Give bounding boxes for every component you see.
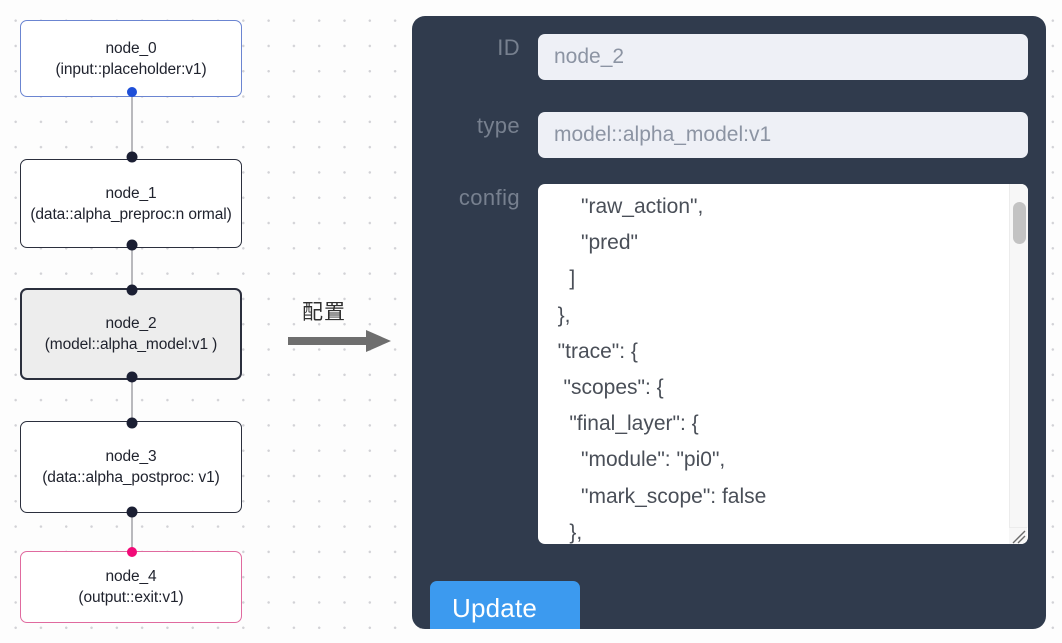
graph-node-type: (input::placeholder:v1) xyxy=(55,60,207,78)
graph-node-node_1[interactable]: node_1 (data::alpha_preproc:n ormal) xyxy=(20,159,242,248)
config-textarea[interactable]: "raw_action", "pred" ] }, "trace": { "sc… xyxy=(538,184,1010,544)
field-row-config: config "raw_action", "pred" ] }, "trace"… xyxy=(428,184,1028,544)
id-input[interactable] xyxy=(538,34,1028,80)
right-arrow-icon xyxy=(288,329,392,353)
graph-node-node_0[interactable]: node_0 (input::placeholder:v1) xyxy=(20,20,242,97)
config-label: config xyxy=(458,185,520,210)
node-port-node_4-input[interactable] xyxy=(126,547,137,557)
node-port-node_1-output[interactable] xyxy=(126,239,137,251)
node-port-node_3-input[interactable] xyxy=(126,417,137,429)
graph-node-title: node_3 xyxy=(105,448,157,465)
node-port-node_1-input[interactable] xyxy=(126,151,137,163)
graph-edge-node1-node2 xyxy=(130,243,133,293)
graph-node-node_4[interactable]: node_4 (output::exit:v1) xyxy=(20,551,242,623)
field-row-id: ID xyxy=(428,34,1028,80)
graph-node-type: (model::alpha_model:v1 ) xyxy=(44,336,218,353)
graph-node-type: (data::alpha_preproc:n ormal) xyxy=(30,205,232,223)
graph-node-title: node_0 xyxy=(105,39,157,57)
node-port-node_3-output[interactable] xyxy=(126,506,137,518)
config-scrollbar[interactable] xyxy=(1009,184,1028,528)
graph-node-node_2[interactable]: node_2 (model::alpha_model:v1 ) xyxy=(20,288,242,380)
field-row-type: type xyxy=(428,112,1028,158)
resize-grip-icon[interactable] xyxy=(1009,527,1027,544)
graph-edge-node2-node3 xyxy=(130,375,133,426)
type-label: type xyxy=(476,113,520,138)
graph-node-title: node_4 xyxy=(105,568,157,585)
graph-node-type: (data::alpha_postproc: v1) xyxy=(42,469,220,486)
update-button[interactable]: Update xyxy=(430,581,580,629)
graph-node-type: (output::exit:v1) xyxy=(78,589,184,606)
node-port-node_2-output[interactable] xyxy=(126,371,137,383)
graph-edge-node0-node1 xyxy=(130,92,133,164)
node-properties-panel: ID type config "raw_action", "pred" ] },… xyxy=(412,16,1046,629)
node-port-node_0-output[interactable] xyxy=(126,87,137,97)
id-label: ID xyxy=(497,35,520,60)
graph-node-title: node_1 xyxy=(105,184,157,202)
node-port-node_2-input[interactable] xyxy=(126,284,137,296)
graph-node-node_3[interactable]: node_3 (data::alpha_postproc: v1) xyxy=(20,421,242,513)
annotation-label: 配置 xyxy=(302,301,346,324)
type-input[interactable] xyxy=(538,112,1028,158)
graph-edge-node3-node4 xyxy=(130,508,133,556)
config-editor[interactable]: "raw_action", "pred" ] }, "trace": { "sc… xyxy=(538,184,1028,544)
graph-node-title: node_2 xyxy=(105,315,157,332)
node-graph[interactable]: node_0 (input::placeholder:v1) node_1 (d… xyxy=(0,0,400,643)
config-scrollbar-thumb[interactable] xyxy=(1013,202,1026,244)
flow-annotation: 配置 xyxy=(288,296,396,358)
